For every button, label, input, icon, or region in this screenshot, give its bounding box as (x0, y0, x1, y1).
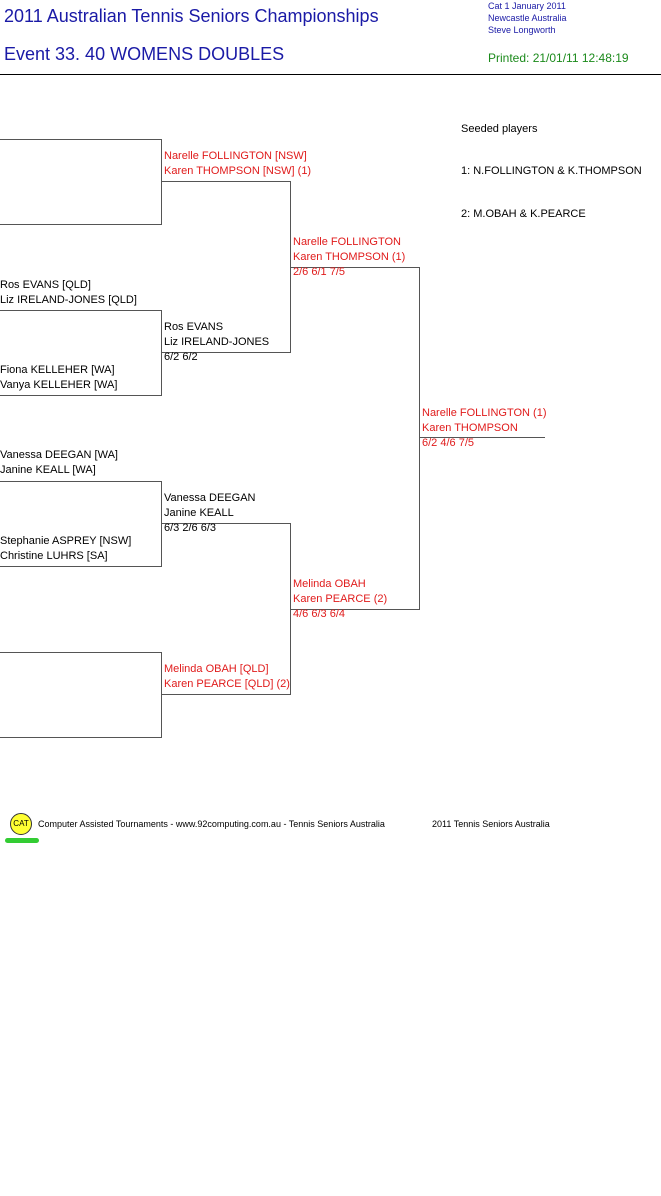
r1-bracket-2 (161, 310, 162, 396)
sf-winner: Melinda OBAH (293, 578, 366, 590)
r2-winner: Melinda OBAH [QLD] (164, 663, 269, 675)
r2-bracket-2 (290, 523, 291, 695)
champion: Karen THOMPSON (422, 422, 518, 434)
r1-line-3b (0, 566, 162, 567)
r1-player: Janine KEALL [WA] (0, 464, 96, 476)
r2-line-3 (162, 523, 291, 524)
r1-line-4b (0, 737, 162, 738)
r2-winner: Ros EVANS (164, 321, 224, 333)
footer-copyright: 2011 Tennis Seniors Australia (432, 819, 550, 829)
r2-line-2 (162, 352, 291, 353)
sf-score: 4/6 6/3 6/4 (293, 608, 345, 620)
r1-player: Vanessa DEEGAN [WA] (0, 449, 118, 461)
footer-credit: Computer Assisted Tournaments - www.92co… (38, 819, 385, 829)
r2-winner: Karen THOMPSON [NSW] (1) (164, 165, 312, 177)
meta-location: Newcastle Australia (488, 13, 567, 23)
sf-winner: Karen PEARCE (2) (293, 593, 388, 605)
r1-player: Liz IRELAND-JONES [QLD] (0, 294, 137, 306)
seed-1: 1: N.FOLLINGTON & K.THOMPSON (461, 165, 642, 177)
sf-score: 2/6 6/1 7/5 (293, 266, 345, 278)
r2-line-1 (162, 181, 291, 182)
r1-player: Stephanie ASPREY [NSW] (0, 535, 132, 547)
r1-bracket-1 (161, 139, 162, 225)
r1-line-3a (0, 481, 162, 482)
header-divider (0, 74, 661, 75)
r1-line-1b (0, 224, 162, 225)
r2-winner: Vanessa DEEGAN (164, 492, 256, 504)
r1-player: Christine LUHRS [SA] (0, 550, 108, 562)
r2-score: 6/2 6/2 (164, 351, 198, 363)
r2-winner: Janine KEALL (164, 507, 234, 519)
r2-line-4 (162, 694, 291, 695)
r2-score: 6/3 2/6 6/3 (164, 522, 216, 534)
cat-logo-icon: CAT (10, 813, 32, 835)
seed-2: 2: M.OBAH & K.PEARCE (461, 208, 586, 220)
r1-player: Ros EVANS [QLD] (0, 279, 91, 291)
r1-player: Vanya KELLEHER [WA] (0, 379, 118, 391)
r2-winner: Liz IRELAND-JONES (164, 336, 270, 348)
r1-player: Fiona KELLEHER [WA] (0, 364, 115, 376)
event-title: Event 33. 40 WOMENS DOUBLES (4, 44, 285, 64)
sf-line-2 (291, 609, 420, 610)
seeds-heading: Seeded players (461, 123, 538, 135)
meta-category: Cat 1 January 2011 (488, 1, 566, 11)
sf-bracket (419, 267, 420, 610)
r2-bracket-1 (290, 181, 291, 353)
r2-winner: Narelle FOLLINGTON [NSW] (164, 150, 307, 162)
r1-line-2b (0, 395, 162, 396)
r1-line-2a (0, 310, 162, 311)
cat-swoosh-icon (5, 838, 39, 843)
sf-winner: Karen THOMPSON (1) (293, 251, 406, 263)
printed-timestamp: Printed: 21/01/11 12:48:19 (488, 51, 629, 65)
final-line (420, 437, 545, 438)
r2-winner: Karen PEARCE [QLD] (2) (164, 678, 290, 690)
r1-line-4a (0, 652, 162, 653)
page-title: 2011 Australian Tennis Seniors Champions… (4, 6, 379, 26)
r1-bracket-4 (161, 652, 162, 738)
champion: Narelle FOLLINGTON (1) (422, 407, 547, 419)
sf-line-1 (291, 267, 420, 268)
r1-line-1a (0, 139, 162, 140)
meta-referee: Steve Longworth (488, 25, 556, 35)
final-score: 6/2 4/6 7/5 (422, 437, 474, 449)
sf-winner: Narelle FOLLINGTON (293, 236, 401, 248)
r1-bracket-3 (161, 481, 162, 567)
